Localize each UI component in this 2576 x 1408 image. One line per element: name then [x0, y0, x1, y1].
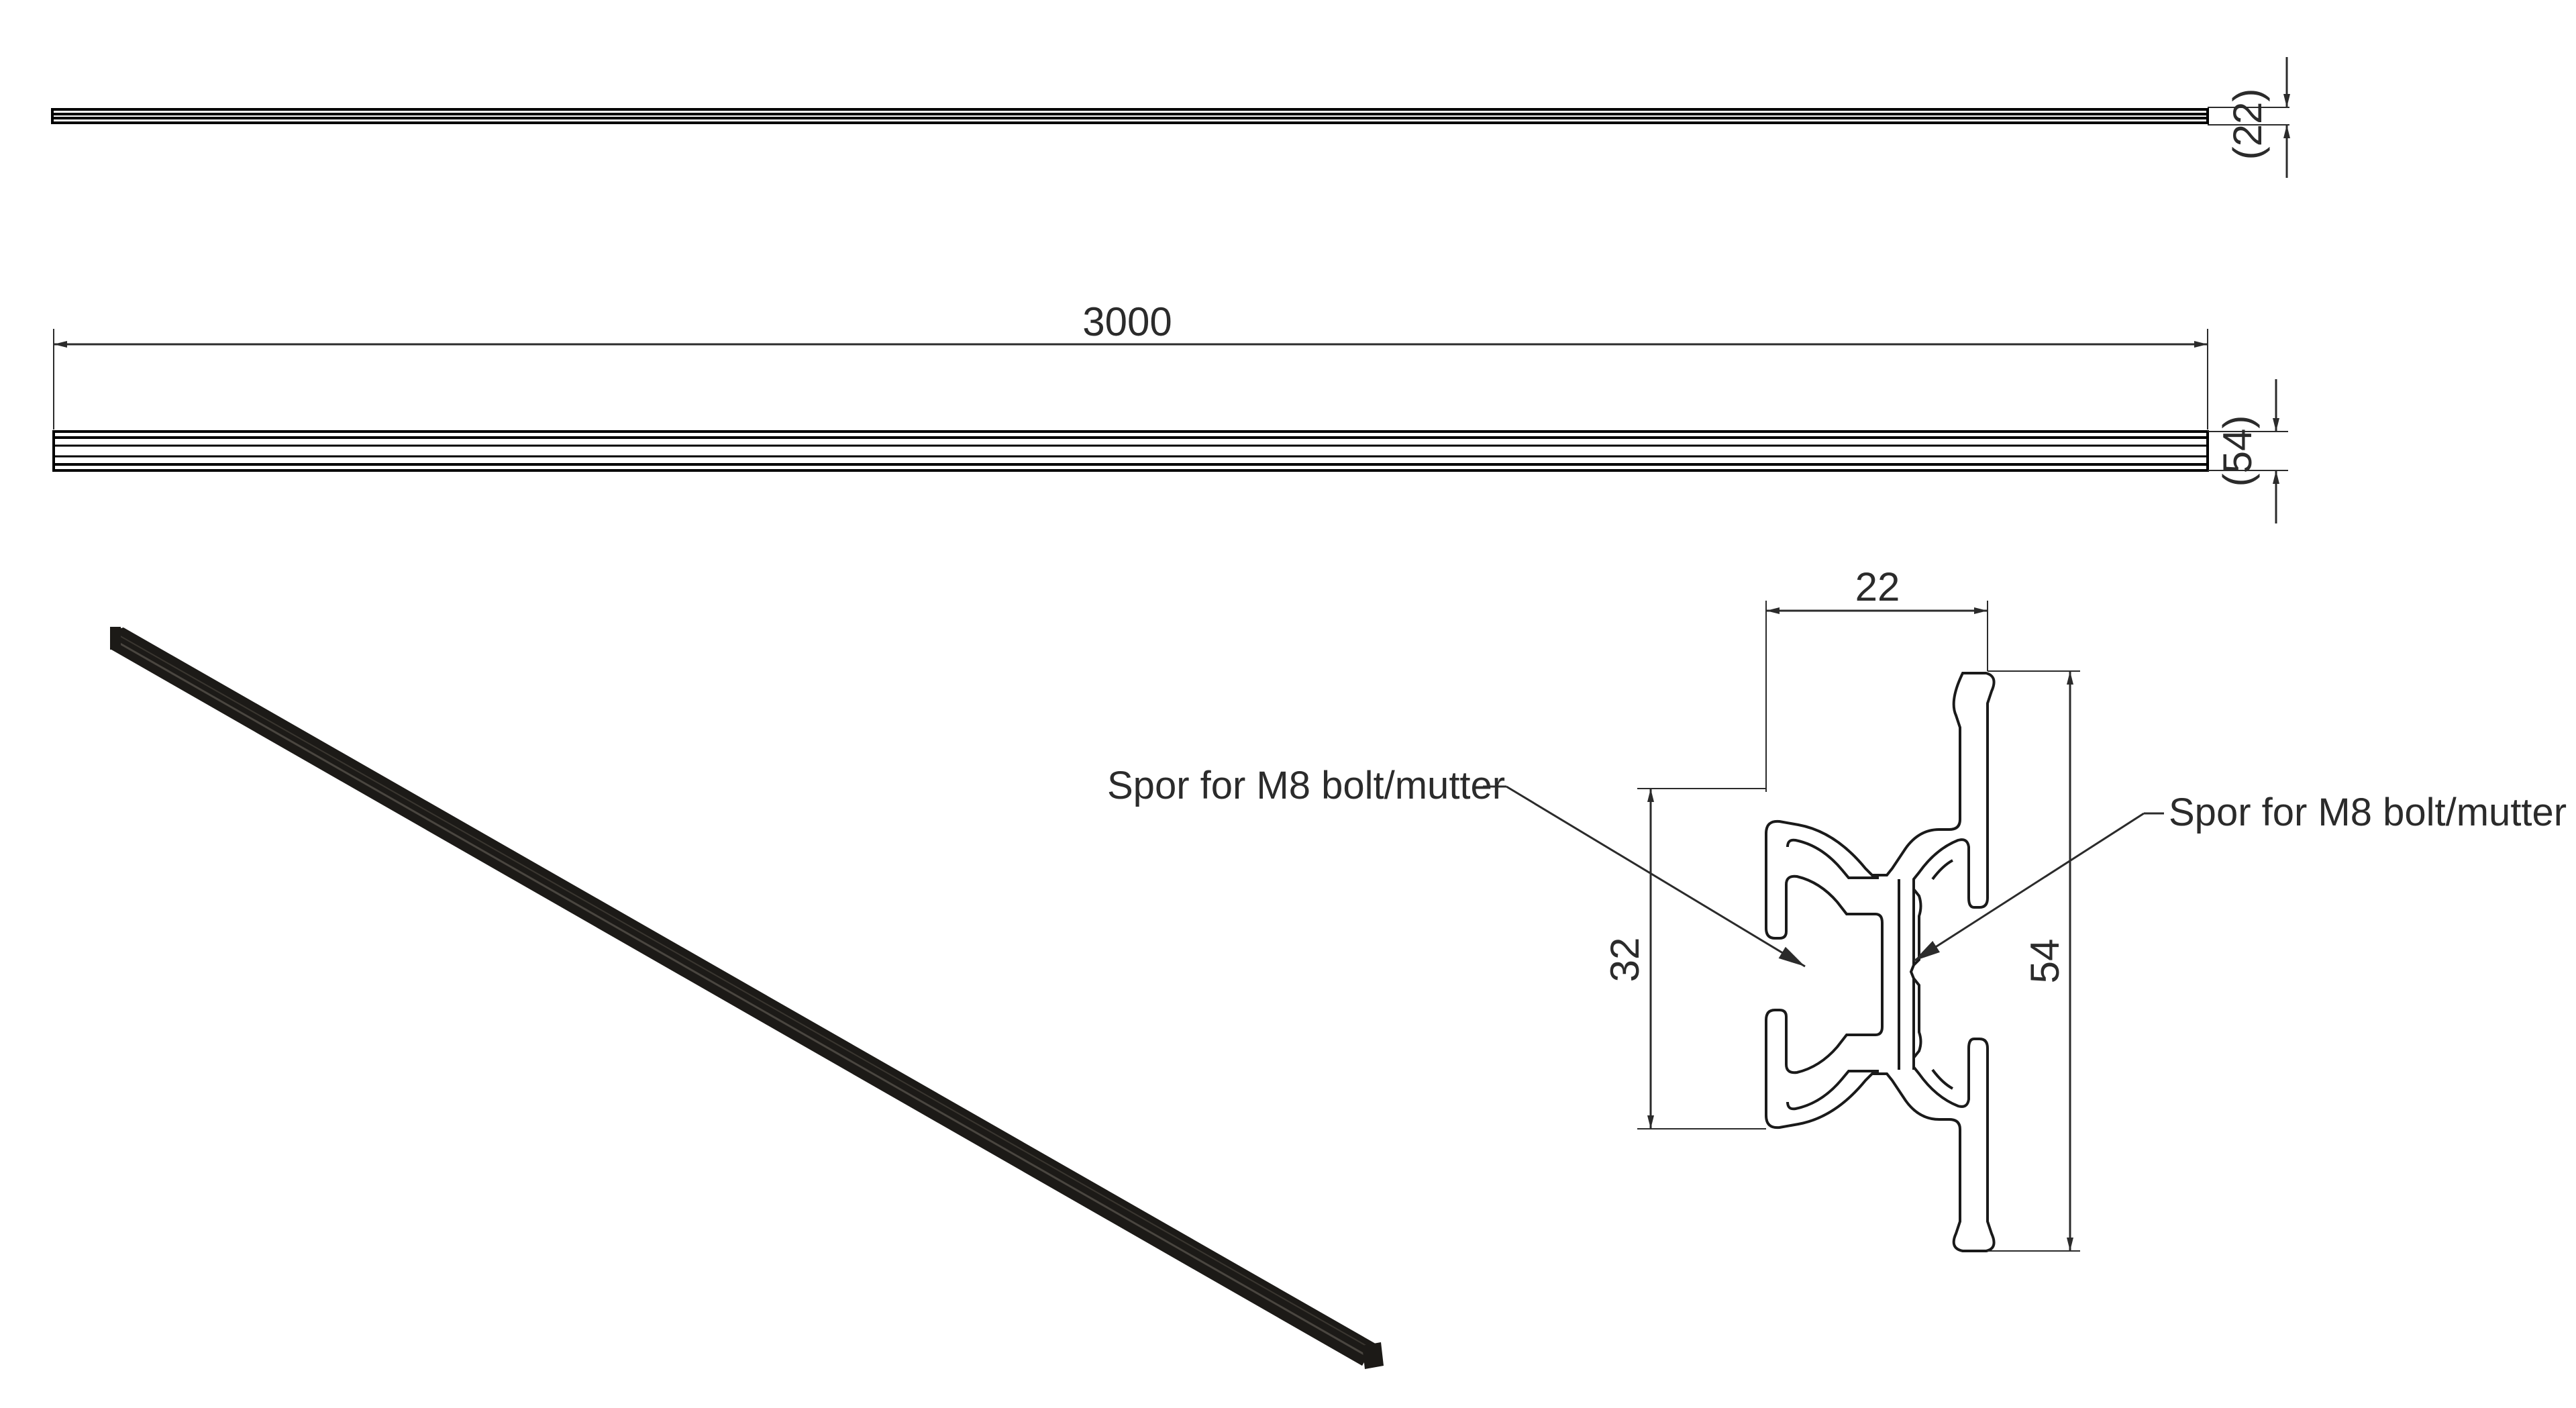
callout-right-leader [1913, 812, 2145, 962]
section-right-inner-slot-top [1931, 859, 1953, 881]
section-left-inner-slot-bottom [1786, 1070, 1879, 1111]
section-right-inner-slot-bottom [1931, 1068, 1953, 1090]
side-view-height-dim: (54) [2215, 415, 2260, 487]
isometric-highlight-1 [115, 640, 1370, 1358]
section-total-height-dim: 54 [2022, 939, 2067, 984]
section-final [1718, 658, 2067, 1262]
section-slot-height-dim: 32 [1602, 938, 1647, 983]
section-final-bg [1718, 658, 2067, 1262]
top-view: (22) [51, 57, 2290, 178]
section-outer-profile [1765, 672, 1996, 1252]
section-width-dim: 22 [1855, 564, 1900, 609]
top-view-bar [51, 108, 2209, 124]
top-view-height-dim: (22) [2225, 89, 2270, 160]
callout-left-leader [1506, 785, 1806, 968]
side-view: 3000 (54) [52, 299, 2288, 523]
section-dimensions: 22 32 54 [1602, 564, 2080, 1252]
isometric-end-left [110, 627, 121, 650]
isometric-end-right [1362, 1342, 1384, 1369]
isometric-view [110, 627, 1384, 1369]
callouts: Spor for M8 bolt/mutter Spor for M8 bolt… [1107, 764, 2567, 968]
isometric-highlight-2 [117, 634, 1375, 1351]
section-left-inner-slot-top [1786, 838, 1879, 879]
callout-left-label: Spor for M8 bolt/mutter [1107, 764, 1505, 807]
side-view-length-dim: 3000 [1082, 299, 1172, 344]
callout-right-label: Spor for M8 bolt/mutter [2169, 791, 2567, 834]
